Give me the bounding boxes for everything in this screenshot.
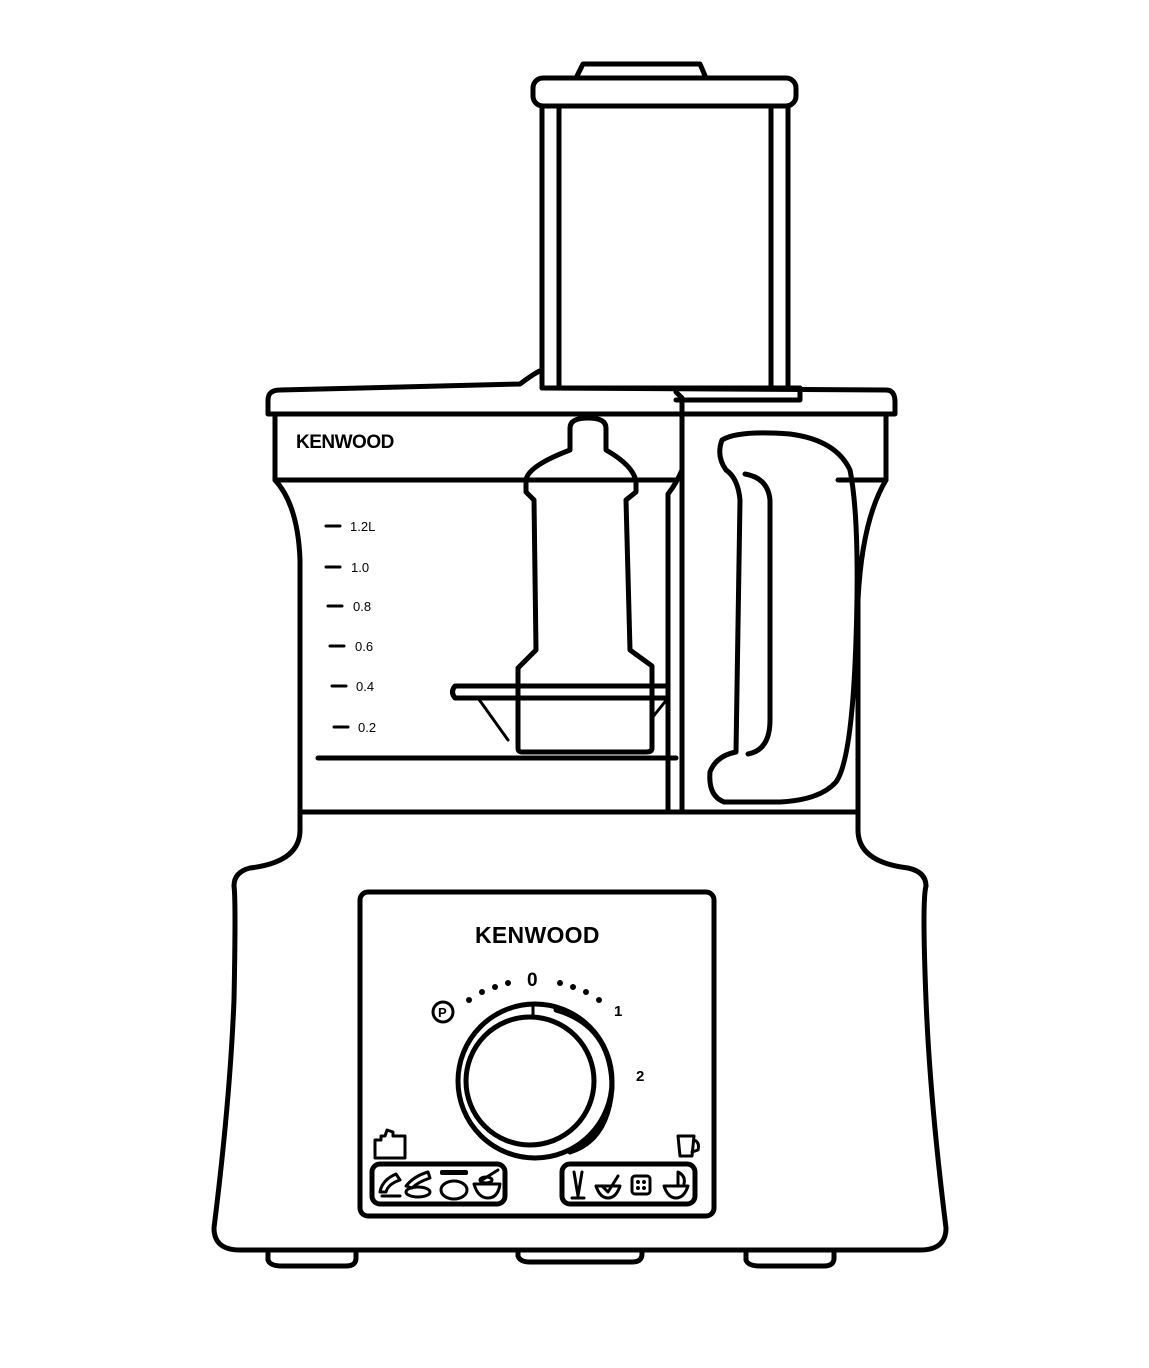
- capacity-mark-0-6: 0.6: [355, 639, 373, 654]
- blender-icon: [662, 1170, 690, 1200]
- blender-jug-icon: [676, 1134, 700, 1158]
- feed-tube: [530, 61, 799, 391]
- citrus-juicer-icon: [630, 1174, 652, 1196]
- control-panel: KENWOOD P 0 1 2: [357, 889, 717, 1219]
- grating-disc-icon: [404, 1170, 432, 1199]
- dial-indicator-dots: [466, 980, 602, 1003]
- pulse-badge: [431, 1000, 455, 1024]
- capacity-mark-0-8: 0.8: [353, 599, 371, 614]
- capacity-scale: 1.2L 1.0 0.8 0.6 0.4 0.2: [324, 519, 376, 735]
- speed-2-label: 2: [636, 1068, 644, 1085]
- capacity-mark-0-2: 0.2: [358, 720, 376, 735]
- bowl-brand-logo: KENWOOD: [296, 432, 394, 453]
- motor-base: [211, 809, 949, 1269]
- dough-tool-icon: [570, 1170, 586, 1200]
- capacity-mark-0-4: 0.4: [356, 679, 374, 694]
- off-label: 0: [527, 970, 538, 991]
- attachments-legend-right: [559, 1161, 698, 1207]
- bowl-handle: [665, 385, 860, 815]
- pulse-label: P: [438, 1005, 447, 1020]
- chopping-blade-icon: [439, 1170, 469, 1201]
- blade-spindle: [450, 415, 671, 755]
- whisk-bowl-icon: [472, 1168, 502, 1200]
- capacity-mark-1-2l: 1.2L: [350, 519, 375, 534]
- speed-1-label: 1: [614, 1003, 622, 1020]
- processor-bowl-icon: [373, 1128, 407, 1160]
- slicing-disc-icon: [378, 1172, 402, 1198]
- attachments-legend-left: [369, 1161, 508, 1207]
- capacity-mark-1-0: 1.0: [351, 560, 369, 575]
- base-brand-logo: KENWOOD: [475, 922, 600, 948]
- emulsifying-icon: [594, 1174, 622, 1200]
- bowl: 1.2L 1.0 0.8 0.6 0.4 0.2 KENWOOD: [272, 432, 889, 815]
- speed-dial[interactable]: [455, 1001, 615, 1161]
